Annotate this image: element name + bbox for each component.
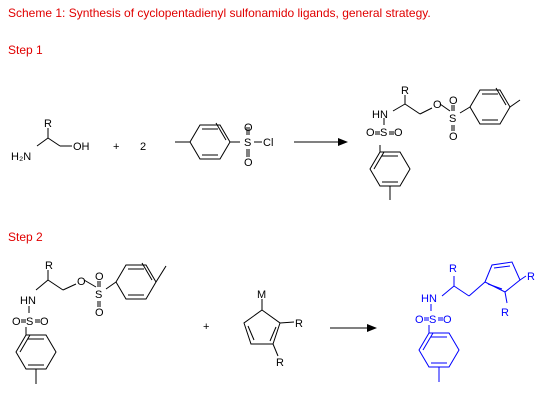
step1-p-O-ester-bottom: O [449,131,458,143]
step2-r1-O-ester-bottom: O [95,307,104,319]
step1-r2-Cl: Cl [263,137,273,149]
step1-plus: + [113,141,119,153]
step2-r1-R: R [45,260,53,272]
step1-p-O-left: O [366,127,375,139]
step2-r1-S-amide: S [26,316,33,328]
step2-arrow [330,324,377,332]
step1-p-S-ester: S [449,113,456,125]
step2-r2-M: M [257,289,266,301]
step2-tosylate [15,262,167,384]
step2-p-R-ring-top: R [527,271,535,283]
step1-arrow [294,138,348,146]
step1-r2-S: S [244,137,251,149]
scheme-title: Scheme 1: Synthesis of cyclopentadienyl … [8,6,431,20]
step2-p-O-right: O [443,314,452,326]
step2-product [418,261,527,382]
step2-plus: + [203,321,209,333]
step1-p-O-link: O [433,99,442,111]
step2-r2-R1: R [295,318,303,330]
step1-coefficient: 2 [140,141,146,153]
step1-p-S-amide: S [380,127,387,139]
step1-r2-O-top: O [244,122,253,134]
step2-p-HN: HN [421,293,437,305]
step1-p-HN: HN [372,109,388,121]
step2-p-R-ring-bottom: R [501,307,509,319]
step1-p-R: R [401,85,409,97]
step1-p-so2-bonds [375,131,394,135]
step1-label: Step 1 [8,43,43,57]
step2-r1-O-ester-top: O [95,271,104,283]
step2-r1-S-ester: S [95,289,102,301]
step2-r1-O-right: O [40,316,49,328]
step2-p-S-amide: S [429,314,436,326]
step1-r1-H2N: H₂N [11,151,31,163]
step1-p-O-ester-top: O [449,95,458,107]
step1-r2-O-bottom: O [244,157,253,169]
step1-amino-alcohol [36,128,72,147]
step1-r1-R: R [44,118,52,130]
step1-product [369,87,521,200]
step2-p-O-left: O [415,314,424,326]
step2-metal-cyclopentadienide [243,299,295,357]
step1-p-O-right: O [394,127,403,139]
step2-p-R-chain: R [449,263,457,275]
step1-tosyl-chloride [175,122,262,160]
step2-r1-HN: HN [20,295,36,307]
step2-r1-O-link: O [77,276,86,288]
step2-label: Step 2 [8,230,43,244]
step1-r1-OH: OH [73,141,90,153]
step2-r2-R2: R [276,357,284,369]
step2-r1-O-left: O [12,316,21,328]
